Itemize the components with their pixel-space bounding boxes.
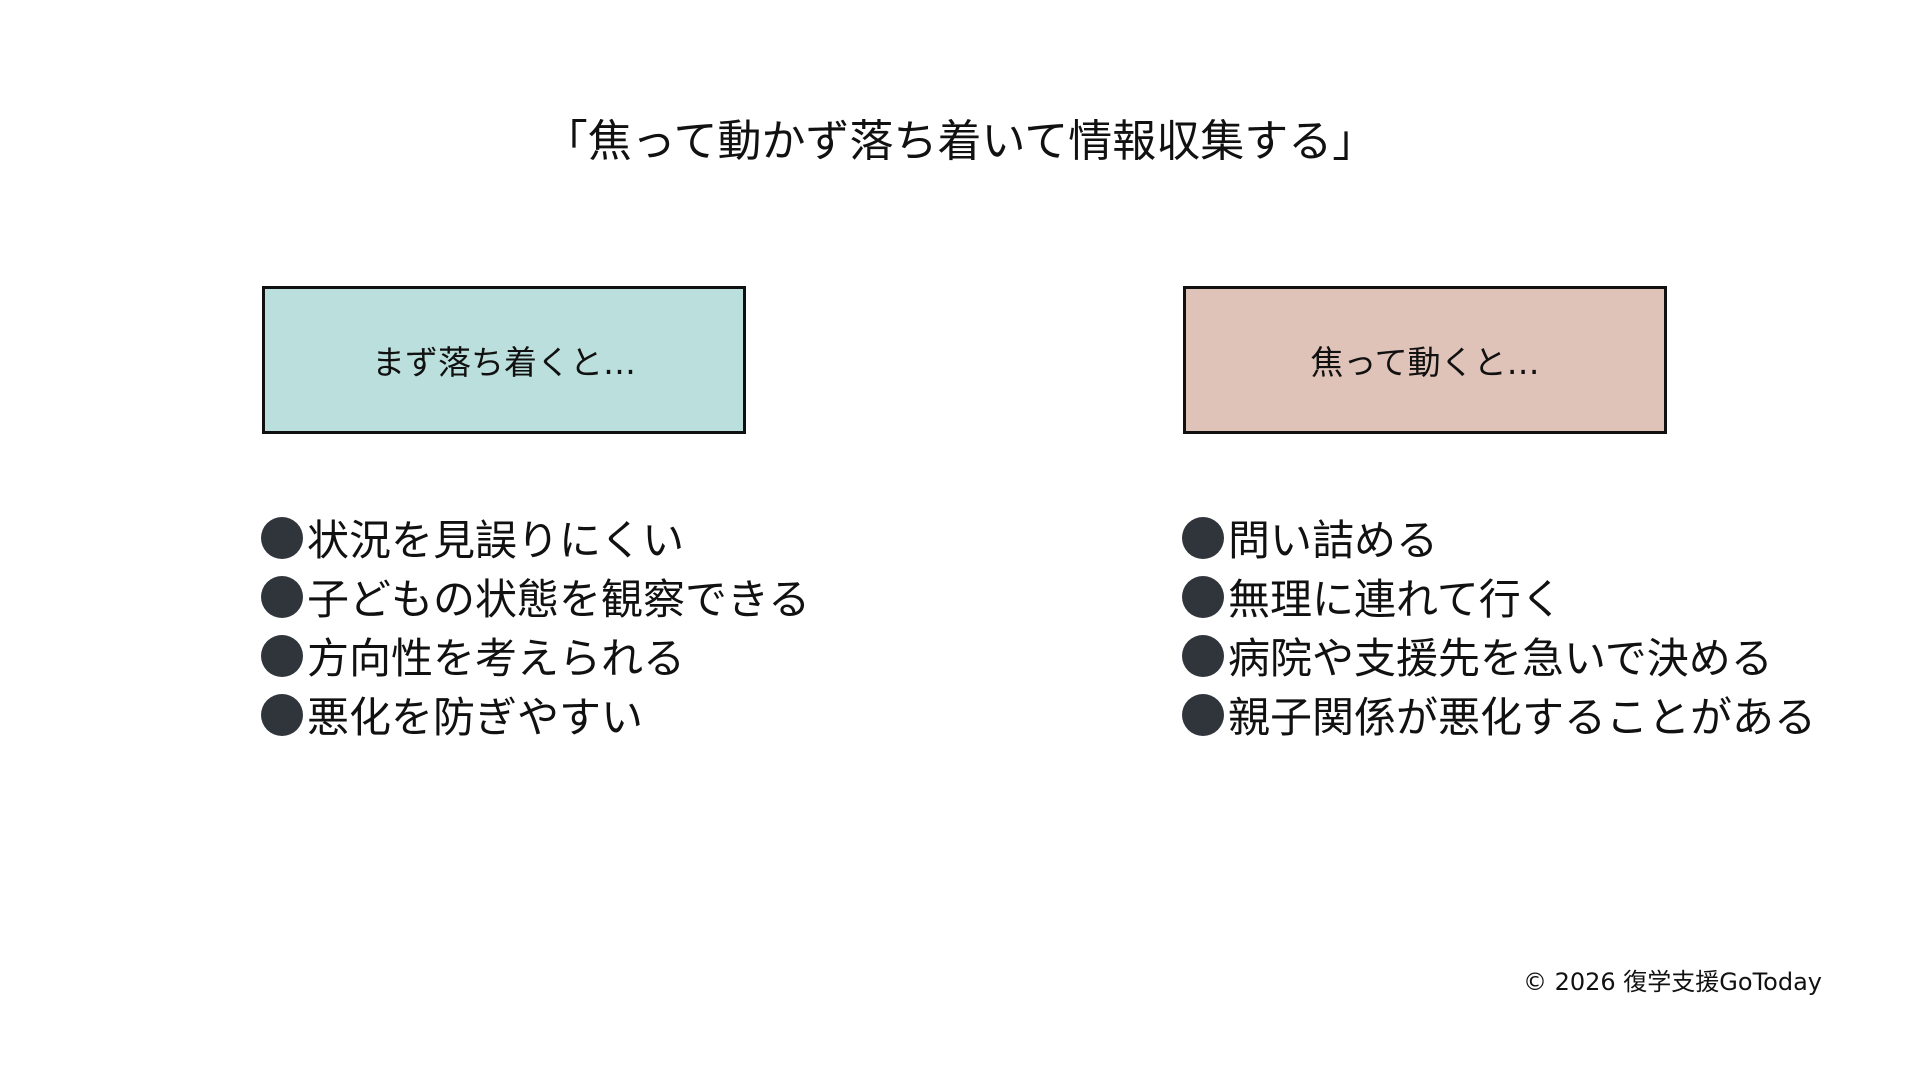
bullet-circle-icon (261, 634, 303, 677)
list-item-text: 状況を見誤りにくい (307, 516, 685, 565)
bullet-circle-icon (1182, 693, 1224, 736)
list-item-text: 親子関係が悪化することがある (1228, 693, 1817, 742)
list-item-text: 無理に連れて行く (1228, 575, 1563, 624)
bullet-circle-icon (1182, 575, 1224, 618)
list-item: 悪化を防ぎやすい (261, 685, 810, 744)
list-item: 親子関係が悪化することがある (1182, 685, 1816, 744)
list-item-text: 問い詰める (1228, 516, 1439, 565)
list-item: 状況を見誤りにくい (261, 508, 810, 567)
hasty-outcome-list: 問い詰める 無理に連れて行く 病院や支援先を急いで決める 親子関係が悪化すること… (1182, 508, 1816, 744)
list-item-text: 子どもの状態を観察できる (307, 575, 811, 624)
list-item-text: 悪化を防ぎやすい (307, 693, 644, 742)
bullet-circle-icon (261, 693, 303, 736)
list-item-text: 病院や支援先を急いで決める (1228, 634, 1773, 683)
bullet-circle-icon (1182, 516, 1224, 559)
calm-outcome-list: 状況を見誤りにくい 子どもの状態を観察できる 方向性を考えられる 悪化を防ぎやす… (261, 508, 810, 744)
copyright-footer: © 2026 復学支援GoToday (1522, 968, 1822, 996)
list-item: 問い詰める (1182, 508, 1816, 567)
calm-outcome-header-label: まず落ち着くと… (372, 343, 636, 382)
list-item: 無理に連れて行く (1182, 567, 1816, 626)
bullet-circle-icon (261, 575, 303, 618)
bullet-circle-icon (1182, 634, 1224, 677)
slide-title: 「焦って動かず落ち着いて情報収集する」 (543, 116, 1377, 167)
calm-outcome-header-box: まず落ち着くと… (262, 286, 746, 434)
bullet-circle-icon (261, 516, 303, 559)
list-item: 子どもの状態を観察できる (261, 567, 810, 626)
hasty-outcome-header-box: 焦って動くと… (1183, 286, 1667, 434)
hasty-outcome-header-label: 焦って動くと… (1310, 343, 1540, 382)
list-item-text: 方向性を考えられる (307, 634, 686, 683)
list-item: 病院や支援先を急いで決める (1182, 626, 1816, 685)
list-item: 方向性を考えられる (261, 626, 810, 685)
